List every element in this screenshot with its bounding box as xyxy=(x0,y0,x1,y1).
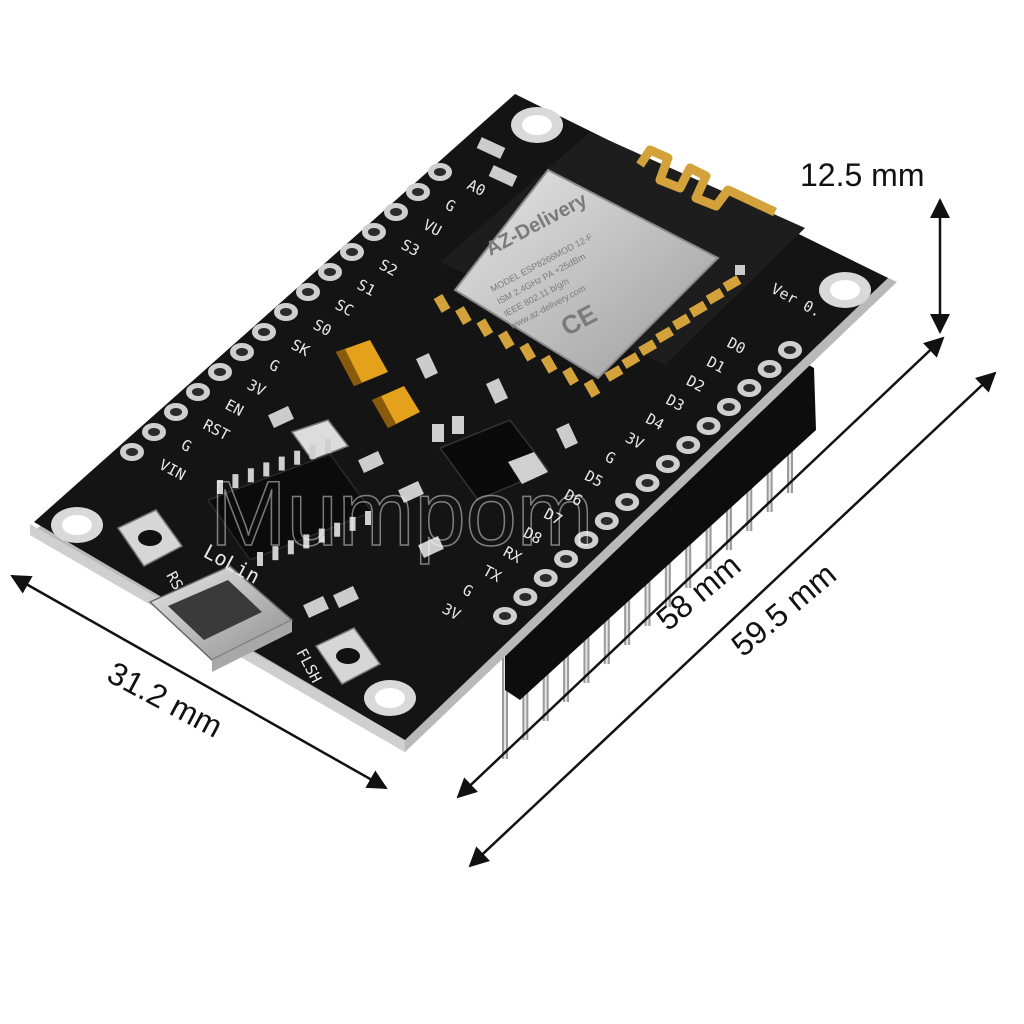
gold-pad xyxy=(671,313,691,331)
chip-lead xyxy=(247,468,254,483)
left-header-row xyxy=(120,163,452,461)
pad-hole xyxy=(390,208,402,216)
chip-lead xyxy=(278,456,285,471)
pad-hole xyxy=(346,248,358,256)
pad-hole xyxy=(600,517,613,525)
pad-hole xyxy=(434,168,446,176)
dimension-height: 12.5 mm xyxy=(800,157,950,334)
chip-lead xyxy=(294,450,301,465)
reset-button[interactable] xyxy=(116,509,184,567)
chip-lead xyxy=(217,480,223,494)
pad-hole xyxy=(280,308,292,316)
pad-hole xyxy=(784,346,796,354)
chip-lead xyxy=(232,474,239,489)
chip-lead xyxy=(309,444,316,459)
gold-pad xyxy=(705,287,725,305)
pad-hole xyxy=(192,388,204,396)
pad-hole xyxy=(763,365,776,373)
gold-pad xyxy=(455,306,472,326)
pad-hole xyxy=(324,268,336,276)
tantalum-capacitor xyxy=(372,386,420,428)
width-label: 31.2 mm xyxy=(102,654,229,744)
chip-lead xyxy=(349,516,356,531)
pad-hole xyxy=(743,384,756,392)
pad-hole xyxy=(170,408,182,416)
pad-hole xyxy=(368,228,380,236)
chip-lead xyxy=(287,540,294,555)
gold-pad xyxy=(476,318,494,338)
usb-serial-chip xyxy=(206,439,374,566)
chip-lead xyxy=(318,528,325,543)
pad-hole xyxy=(258,328,270,336)
chip-lead xyxy=(272,546,279,561)
pad-hole xyxy=(519,593,532,601)
pad-hole xyxy=(641,479,654,487)
gold-pad xyxy=(722,275,742,292)
pad-hole xyxy=(722,403,735,411)
antenna-trace xyxy=(636,145,777,217)
pad-hole xyxy=(702,422,715,430)
pad-hole xyxy=(539,574,552,582)
chip-lead xyxy=(325,439,331,453)
pad-hole xyxy=(682,441,695,449)
tantalum-capacitor xyxy=(336,340,388,386)
pad-hole xyxy=(126,448,138,456)
chip-lead xyxy=(263,462,270,477)
pad-hole xyxy=(148,428,160,436)
pad-hole xyxy=(236,348,248,356)
gold-pad xyxy=(433,294,451,313)
crystal-oscillator xyxy=(290,419,350,461)
gold-pad xyxy=(688,300,708,318)
pad-hole xyxy=(302,288,314,296)
chip-lead xyxy=(257,552,263,566)
chip-lead xyxy=(365,511,371,525)
chip-lead xyxy=(334,522,341,537)
watermark: Mumpom xyxy=(210,463,593,565)
height-label: 12.5 mm xyxy=(800,157,924,193)
pad-hole xyxy=(214,368,226,376)
pad-hole xyxy=(499,612,511,620)
pad-hole xyxy=(621,498,634,506)
pad-hole xyxy=(412,188,424,196)
pad-hole xyxy=(661,460,674,468)
chip-lead xyxy=(303,534,310,549)
